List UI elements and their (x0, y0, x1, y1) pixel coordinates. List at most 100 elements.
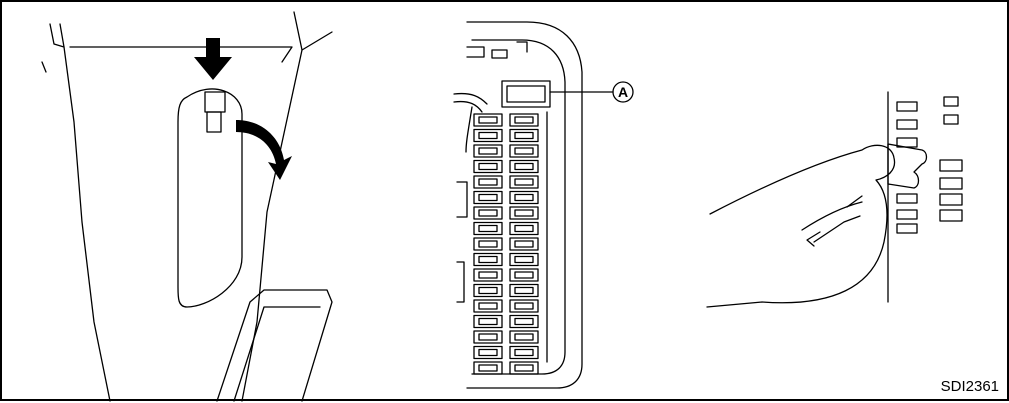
fuse-body (478, 193, 498, 202)
lid-tab (204, 91, 226, 113)
fuse-slot (473, 190, 503, 205)
fuse-slot (473, 128, 503, 143)
fuse-slot (473, 345, 503, 360)
fuse-body (478, 147, 498, 155)
panel-lid-removal (41, 11, 333, 402)
fuse-body (514, 364, 534, 372)
fuse-slot (943, 114, 959, 125)
fuse-slot (473, 159, 503, 174)
fuse-slot (509, 361, 539, 375)
fuse-slot (509, 175, 539, 189)
fuse-body (478, 255, 498, 264)
callout-label: A (618, 84, 628, 100)
dash-edge-right (241, 11, 303, 402)
fuse-grid (473, 113, 539, 375)
fuse-slot (473, 221, 503, 236)
fuse-body (514, 302, 534, 310)
fuse-slot (939, 177, 963, 190)
hand (706, 144, 896, 308)
fuse-body (478, 271, 498, 279)
fuse-body (478, 333, 498, 341)
fuse-slot (473, 299, 503, 313)
fuse-body (478, 162, 498, 171)
fuse-body (514, 240, 534, 248)
fuse-body (514, 255, 534, 264)
fuse-body (478, 178, 498, 186)
fuse-body (514, 209, 534, 217)
panel-fuse-removal (706, 91, 963, 308)
fuse-slot (896, 101, 918, 112)
fuse-body (478, 364, 498, 372)
fuse-slot (509, 330, 539, 344)
down-arrow-icon (194, 38, 232, 80)
curved-arrow-icon (236, 120, 292, 180)
dash-edge-left (49, 23, 111, 402)
fuse-slot (473, 206, 503, 220)
fuse-body (514, 162, 534, 171)
fuse-lid (177, 88, 243, 308)
fuse-slot (939, 209, 963, 222)
fuse-body (478, 302, 498, 310)
fuse-slot (473, 314, 503, 329)
fuse-body (478, 240, 498, 248)
fuse-slot (509, 113, 539, 127)
fuse-slot (896, 193, 918, 204)
fuse-body (478, 209, 498, 217)
fuse-body (514, 286, 534, 295)
fuse-slot-column (896, 96, 963, 234)
fuse-slot (473, 237, 503, 251)
fuse-slot (509, 299, 539, 313)
fuse-block-housing-outer (466, 21, 583, 389)
fuse-slot (509, 221, 539, 236)
fuse-body (478, 224, 498, 233)
fuse-slot (509, 128, 539, 143)
fuse-slot (509, 314, 539, 329)
callout-circle-icon (612, 81, 634, 103)
fuse-body (478, 131, 498, 140)
fuse-slot (473, 175, 503, 189)
dash-edge-top (69, 46, 293, 63)
fuse-slot (509, 190, 539, 205)
panel-fuse-block: A (453, 21, 634, 389)
held-fuse (887, 143, 928, 189)
fuse-slot (509, 283, 539, 298)
fuse-body (514, 147, 534, 155)
fuse-body (514, 333, 534, 341)
fuse-body (514, 224, 534, 233)
fuse-slot (509, 252, 539, 267)
fuse-slot (896, 209, 918, 220)
fuse-body (478, 348, 498, 357)
fuse-slot (939, 159, 963, 172)
fuse-slot (509, 206, 539, 220)
fuse-slot (473, 268, 503, 282)
fuse-slot (939, 193, 963, 206)
fuse-block-housing-inner (471, 39, 566, 375)
fuse-slot (473, 144, 503, 158)
fuse-slot (896, 119, 918, 130)
fuse-body (514, 131, 534, 140)
fuse-slot (509, 159, 539, 174)
fuse-body (478, 116, 498, 124)
fuse-body (478, 317, 498, 326)
figure-code: SDI2361 (940, 378, 999, 395)
lower-cubby (216, 289, 333, 402)
fuse-slot (509, 345, 539, 360)
fuse-body (478, 286, 498, 295)
fuse-body (514, 193, 534, 202)
fuse-slot (509, 268, 539, 282)
fuse-slot (473, 113, 503, 127)
fuse-body (514, 178, 534, 186)
fuse-slot (896, 223, 918, 234)
fuse-body (514, 116, 534, 124)
fuse-a (501, 80, 551, 108)
fuse-body (514, 348, 534, 357)
fuse-slot (473, 361, 503, 375)
fuse-slot (473, 330, 503, 344)
fuse-slot (473, 252, 503, 267)
fuse-slot (509, 144, 539, 158)
fuse-slot (473, 283, 503, 298)
fuse-slot (943, 96, 959, 107)
fuse-body (514, 317, 534, 326)
